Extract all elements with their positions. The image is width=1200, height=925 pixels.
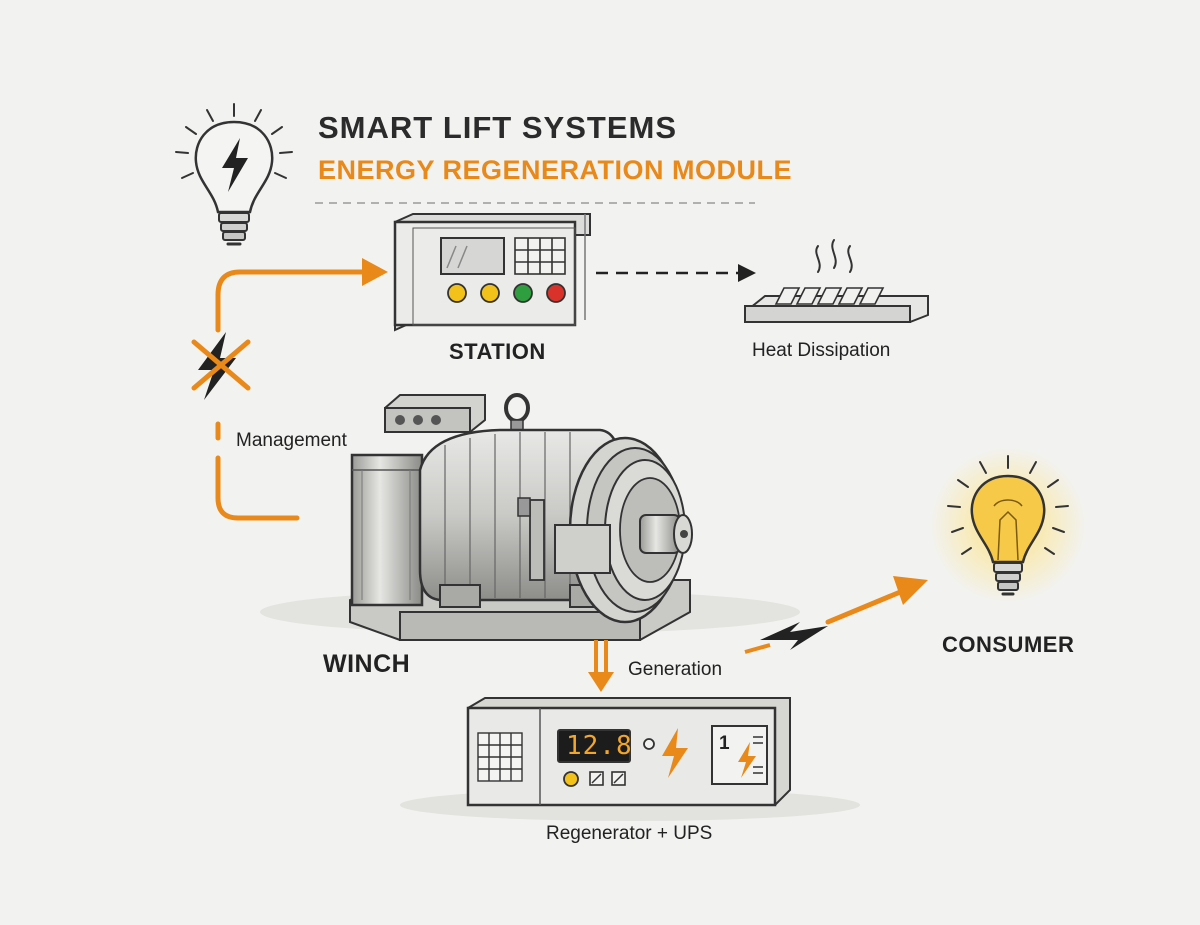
blocked-power-icon — [191, 332, 251, 400]
generation-down-arrows — [588, 640, 614, 692]
generation-to-consumer-arrow — [744, 576, 928, 654]
station-button-green — [513, 283, 533, 303]
station-button-red — [546, 283, 566, 303]
management-loop-arrow — [215, 269, 373, 521]
consumer-label: CONSUMER — [942, 632, 1075, 657]
diagram-title: SMART LIFT SYSTEMS — [318, 110, 677, 145]
regenerator-ups-label: Regenerator + UPS — [546, 823, 713, 844]
management-arrowhead — [362, 258, 388, 286]
winch-machine — [260, 393, 800, 641]
regenerator-display-value: 12.8 — [566, 731, 633, 761]
station-button-yellow-2 — [480, 283, 500, 303]
diagram-subtitle: ENERGY REGENERATION MODULE — [318, 155, 793, 185]
station-label: STATION — [449, 339, 546, 364]
station-to-heat-arrow — [596, 264, 756, 282]
station-cabinet — [393, 213, 591, 332]
consumer-bulb-icon — [930, 447, 1086, 603]
socket-number: 1 — [719, 733, 730, 754]
heat-sink-icon — [744, 239, 929, 323]
header-bulb-icon — [175, 103, 293, 246]
regenerator-display — [557, 729, 631, 763]
generation-label: Generation — [628, 659, 723, 680]
management-label: Management — [236, 430, 347, 451]
station-button-yellow-1 — [447, 283, 467, 303]
heat-dissipation-label: Heat Dissipation — [752, 340, 891, 361]
winch-label: WINCH — [323, 650, 411, 678]
regenerator-ups-box — [400, 697, 860, 821]
